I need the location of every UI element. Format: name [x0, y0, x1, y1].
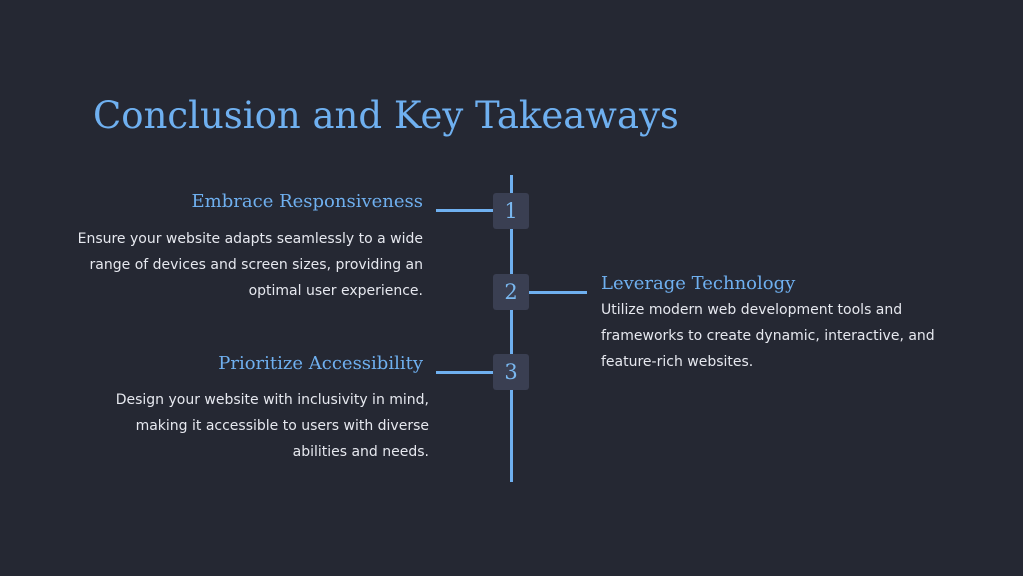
item-title-2: Leverage Technology — [601, 273, 796, 294]
timeline-line — [510, 175, 513, 482]
step-marker-3: 3 — [493, 354, 529, 390]
page-title: Conclusion and Key Takeaways — [93, 94, 679, 137]
connector-1 — [436, 209, 494, 212]
item-title-3: Prioritize Accessibility — [218, 353, 423, 374]
connector-3 — [436, 371, 494, 374]
step-marker-2: 2 — [493, 274, 529, 310]
item-description-2: Utilize modern web development tools and… — [601, 302, 935, 370]
item-description-1: Ensure your website adapts seamlessly to… — [77, 231, 423, 299]
connector-2 — [529, 291, 587, 294]
item-title-1: Embrace Responsiveness — [191, 191, 423, 212]
step-marker-1: 1 — [493, 193, 529, 229]
item-description-3: Design your website with inclusivity in … — [115, 392, 429, 460]
